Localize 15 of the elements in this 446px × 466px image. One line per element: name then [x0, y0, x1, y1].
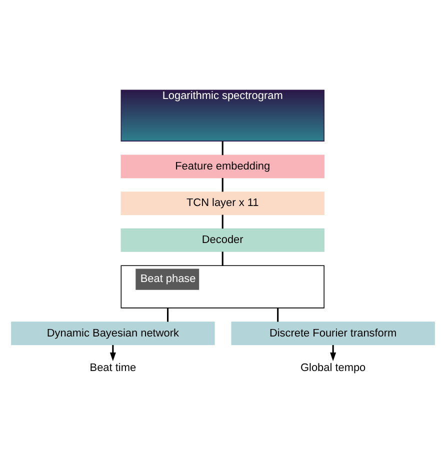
- connector: [166, 308, 169, 322]
- node-box: Dynamic Bayesian network: [11, 321, 215, 345]
- node-box: Logarithmic spectrogram: [120, 89, 324, 141]
- node-box: Discrete Fourier transform: [231, 321, 435, 345]
- connector: [222, 214, 224, 228]
- connector: [277, 308, 279, 322]
- connector: [222, 251, 224, 266]
- node-box: TCN layer x 11: [120, 191, 324, 215]
- node-box: Beat phase: [120, 264, 324, 308]
- node-box: Decoder: [120, 228, 324, 252]
- node-text: Global tempo: [300, 361, 366, 374]
- node-text: Beat time: [90, 361, 136, 374]
- node-box: Feature embedding: [120, 154, 324, 178]
- connector: [222, 177, 224, 192]
- connector: [222, 140, 224, 155]
